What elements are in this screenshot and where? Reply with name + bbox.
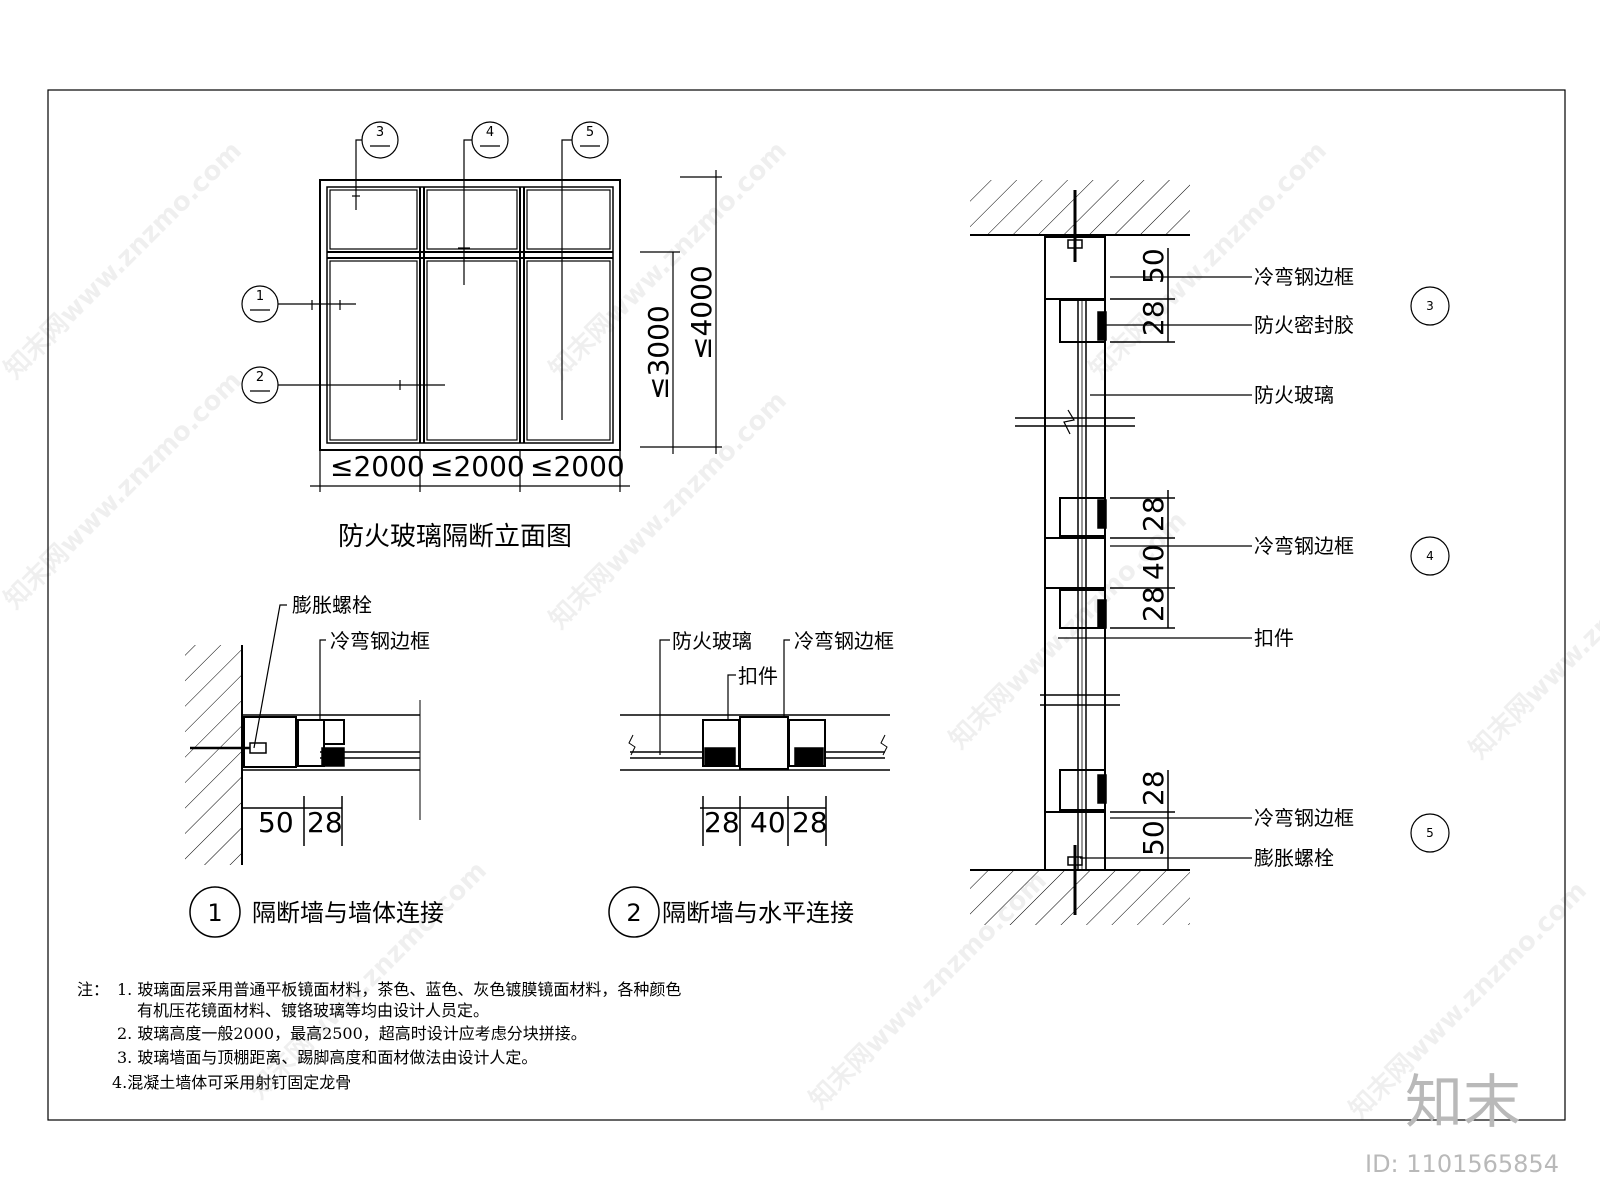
vertical-section	[970, 180, 1190, 925]
section-dim-40-mid: 40	[1137, 544, 1170, 580]
watermark-text: 知末网www.znzmo.com	[1084, 136, 1333, 385]
section-marker-5: 5	[1426, 826, 1434, 840]
detail-1-title: 隔断墙与墙体连接	[252, 899, 444, 927]
section-bolt-label: 膨胀螺栓	[1254, 846, 1334, 870]
detail-1-leaders	[253, 604, 326, 749]
callout-5-number: 5	[586, 125, 594, 140]
callout-2-number: 2	[256, 370, 264, 385]
detail-2-glass-label: 防火玻璃	[672, 629, 752, 653]
section-marker-3: 3	[1426, 299, 1434, 313]
detail-2-dim-40: 40	[750, 806, 786, 839]
detail-2-title: 隔断墙与水平连接	[662, 899, 854, 927]
section-dim-28-mid-a: 28	[1137, 496, 1170, 532]
section-dim-50-bottom: 50	[1137, 820, 1170, 856]
section-glass-label: 防火玻璃	[1254, 383, 1334, 407]
section-dim-28-bottom: 28	[1137, 770, 1170, 806]
sheet-border	[47, 89, 1566, 1121]
image-id: ID: 1101565854	[1365, 1150, 1559, 1178]
section-frame-mid-label: 冷弯钢边框	[1254, 534, 1354, 558]
height-dim-3000: ≤3000	[642, 305, 675, 400]
detail-2-dim-28b: 28	[792, 806, 828, 839]
section-clip-label: 扣件	[1254, 626, 1294, 650]
elevation-leaders	[241, 121, 609, 420]
watermark-text: 知末网www.znzmo.com	[1464, 516, 1600, 765]
section-dim-28-top: 28	[1137, 300, 1170, 336]
section-marker-4: 4	[1426, 549, 1434, 563]
detail-1	[185, 645, 421, 865]
callout-4-number: 4	[486, 125, 494, 140]
note-line-2: 有机压花镜面材料、镀铬玻璃等均由设计人员定。	[137, 1001, 489, 1020]
watermark-text: 知末网www.znzmo.com	[944, 506, 1193, 755]
detail-1-bolt-label: 膨胀螺栓	[292, 593, 372, 617]
detail-2-number: 2	[626, 899, 641, 927]
width-dim-2: ≤2000	[430, 450, 525, 483]
watermark-text: 知末网www.znzmo.com	[0, 136, 248, 385]
note-line-4: 3. 玻璃墙面与顶棚距离、踢脚高度和面材做法由设计人定。	[117, 1048, 537, 1067]
width-dim-3: ≤2000	[530, 450, 625, 483]
note-line-1: 1. 玻璃面层采用普通平板镜面材料，茶色、蓝色、灰色镀膜镜面材料，各种颜色	[117, 980, 681, 999]
section-dim-50-top: 50	[1137, 248, 1170, 284]
section-markers	[1410, 286, 1450, 853]
detail-2	[620, 714, 890, 846]
note-line-5: 4.混凝土墙体可采用射钉固定龙骨	[112, 1073, 351, 1092]
detail-2-dim-28a: 28	[704, 806, 740, 839]
section-dim-28-mid-b: 28	[1137, 586, 1170, 622]
section-sealant-label: 防火密封胶	[1254, 313, 1354, 337]
detail-2-clip-label: 扣件	[738, 664, 778, 688]
height-dim-4000: ≤4000	[685, 265, 718, 360]
detail-2-leaders	[659, 639, 790, 755]
callout-1-number: 1	[256, 289, 264, 304]
brand-logo: 知末	[1405, 1068, 1521, 1136]
detail-1-dim-50: 50	[258, 806, 294, 839]
elevation-title: 防火玻璃隔断立面图	[338, 522, 572, 552]
elevation-view	[319, 179, 621, 451]
section-frame-top-label: 冷弯钢边框	[1254, 265, 1354, 289]
detail-2-number-circle	[608, 886, 660, 938]
watermark-text: 知末网www.znzmo.com	[0, 366, 248, 615]
callout-3-number: 3	[376, 125, 384, 140]
detail-1-number: 1	[207, 899, 222, 927]
note-line-3: 2. 玻璃高度一般2000，最高2500，超高时设计应考虑分块拼接。	[117, 1024, 587, 1043]
width-dim-1: ≤2000	[330, 450, 425, 483]
elevation-dimensions	[310, 170, 722, 492]
section-leaders	[1058, 276, 1252, 859]
detail-1-dim-28: 28	[307, 806, 343, 839]
detail-1-frame-label: 冷弯钢边框	[330, 629, 430, 653]
section-frame-bottom-label: 冷弯钢边框	[1254, 806, 1354, 830]
notes-prefix: 注：	[77, 980, 109, 999]
detail-2-frame-label: 冷弯钢边框	[794, 629, 894, 653]
detail-1-number-circle	[189, 886, 241, 938]
watermark-text: 知末网www.znzmo.com	[544, 386, 793, 635]
